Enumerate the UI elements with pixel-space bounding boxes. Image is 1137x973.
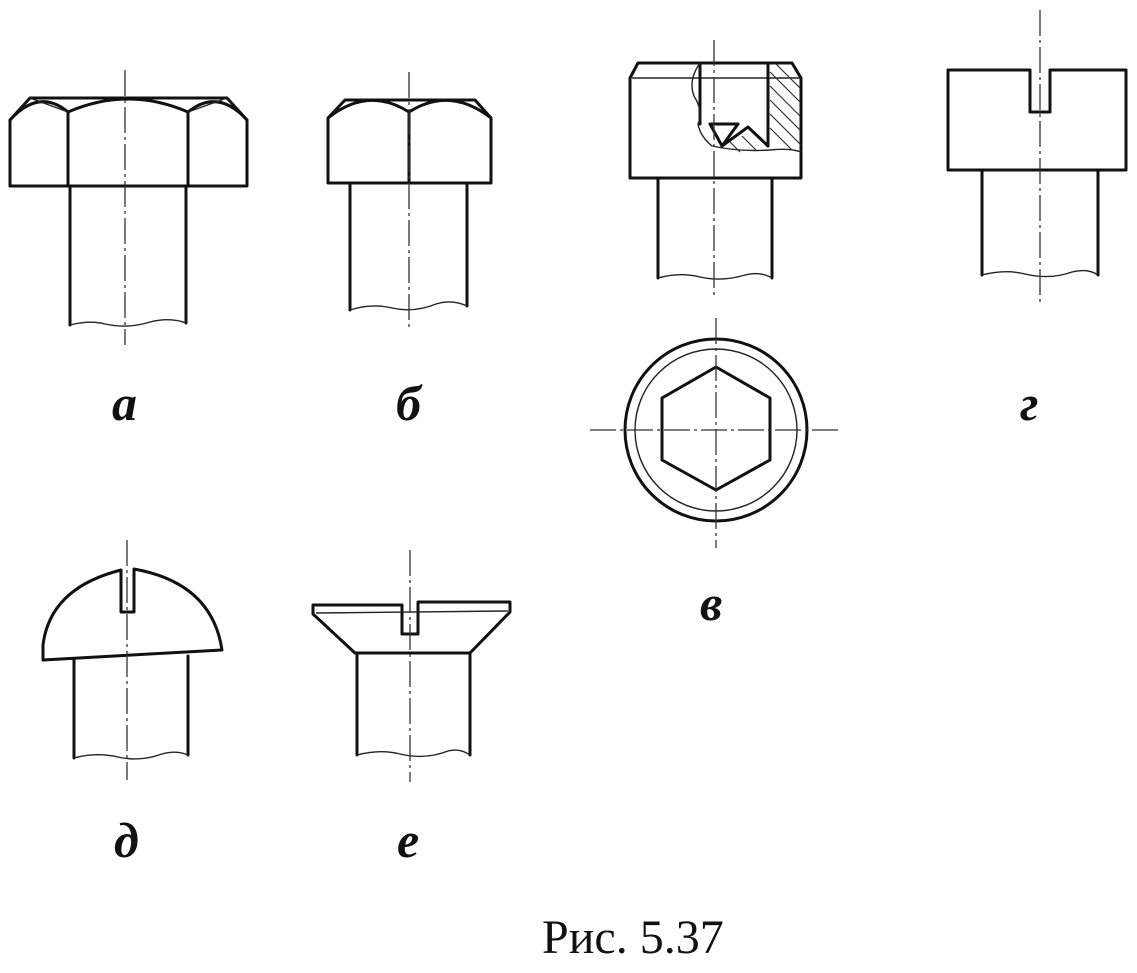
section-hatching (729, 63, 801, 153)
panel-label-a: а (112, 375, 137, 431)
hex-bolt-b (326, 72, 493, 330)
slotted-screw-g (946, 10, 1128, 305)
panel-label-d: д (114, 812, 139, 868)
hex-bolt-a (8, 70, 249, 345)
slotted-screw-e (311, 550, 512, 782)
panel-label-v: в (700, 575, 723, 631)
panel-label-e: е (397, 812, 420, 868)
panel-label-g: г (1020, 375, 1039, 431)
socket-screw-v (590, 40, 840, 548)
panel-label-b: б (396, 375, 421, 431)
slotted-screw-d (41, 540, 224, 780)
figure-caption: Рис. 5.37 (542, 911, 724, 964)
